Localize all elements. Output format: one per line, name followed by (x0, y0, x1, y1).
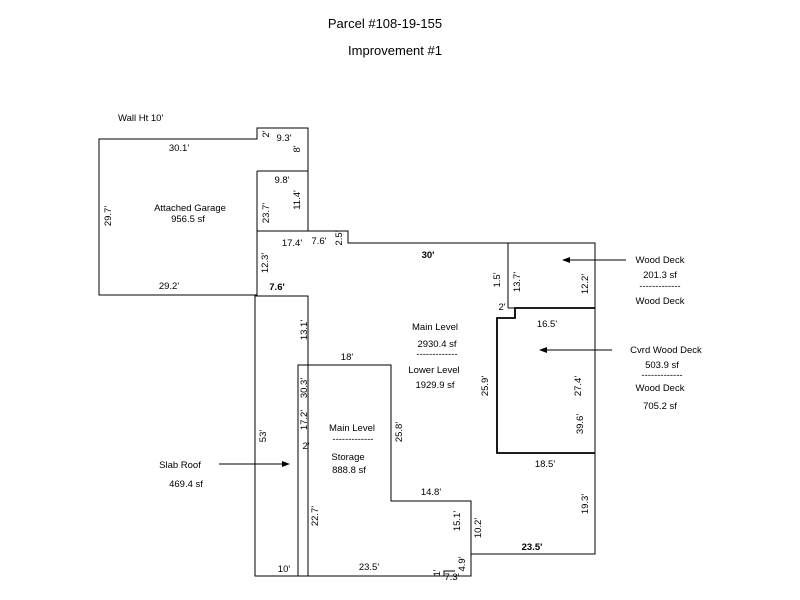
slab-roof-size-label: 469.4 sf (169, 479, 203, 490)
dimension-label: 23.5' (522, 542, 543, 553)
dimension-label: 2.5' (334, 230, 345, 245)
dimension-label: 18.5' (535, 459, 555, 470)
dimension-label: 10' (278, 564, 291, 575)
wood-deck-size-label: 201.3 sf (643, 270, 677, 281)
dimension-label: 2' (498, 302, 505, 313)
storage-size-label: 888.8 sf (332, 465, 366, 476)
parcel-title: Parcel #108-19-155 (328, 16, 442, 31)
main-level-name-label: Main Level (412, 322, 458, 333)
covered-deck-name-label-2: Wood Deck (636, 383, 685, 394)
dimension-label: 25.9' (480, 376, 491, 396)
wood-deck-rule: ------------- (639, 281, 680, 292)
covered-deck-size-label: 503.9 sf (645, 360, 679, 371)
main-level-size-label: 2930.4 sf (417, 339, 456, 350)
dimension-label: 15.1' (452, 511, 463, 531)
garage-name-label: Attached Garage (154, 203, 226, 214)
slab-roof-name-label: Slab Roof (159, 460, 201, 471)
dimension-label: 7.6' (269, 282, 284, 293)
dimension-label: 14.8' (421, 487, 441, 498)
dimension-label: 17.4' (282, 238, 302, 249)
dimension-label: 23.5' (359, 562, 379, 573)
dimension-label: 9.8' (274, 175, 289, 186)
covered-deck-name-label: Cvrd Wood Deck (630, 345, 702, 356)
dimension-label: 39.6' (575, 414, 586, 434)
dimension-label: 2' (302, 441, 309, 452)
wood-deck-name-label: Wood Deck (636, 255, 685, 266)
storage-level-name-label: Main Level (329, 423, 375, 434)
dimension-label: 25.8' (394, 422, 405, 442)
dimension-label: 22.7' (310, 506, 321, 526)
dimension-label: 53' (258, 430, 269, 443)
dimension-label: 30' (422, 250, 435, 261)
dimension-label: 29.7' (103, 206, 114, 226)
dimension-label: 10.2' (473, 518, 484, 538)
dimension-label: 2' (261, 130, 272, 137)
dimension-label: 30.1' (169, 143, 189, 154)
wood-deck-name-label-2: Wood Deck (636, 296, 685, 307)
main-level-rule: ------------- (416, 349, 457, 360)
dimension-label: 1' (432, 569, 443, 576)
dimension-label: 7.3' (444, 572, 459, 583)
covered-deck-rule: ------------- (641, 370, 682, 381)
slab-roof-outline (254, 295, 472, 577)
dimension-label: 1.5' (492, 272, 503, 287)
lower-level-name-label: Lower Level (408, 365, 459, 376)
wood-deck-outline (297, 243, 595, 576)
covered-deck-outline (496, 307, 595, 454)
covered-deck-size-label-2: 705.2 sf (643, 401, 677, 412)
improvement-title: Improvement #1 (348, 43, 442, 58)
storage-name-label: Storage (331, 452, 364, 463)
dimension-label: 13.1' (299, 320, 310, 340)
dimension-label: 9.3' (276, 133, 291, 144)
dimension-label: 12.2' (580, 274, 591, 294)
dimension-labels: 30.1' 2' 9.3' 8' 9.8' 11.4' 29.7' 23.7' … (103, 130, 591, 583)
dimension-label: 13.7' (512, 272, 523, 292)
dimension-label: 12.3' (260, 253, 271, 273)
dimension-label: 27.4' (573, 376, 584, 396)
dimension-label: 18' (341, 352, 354, 363)
slab-roof-arrow (219, 461, 290, 467)
dimension-label: 4.9' (457, 556, 468, 571)
dimension-label: 16.5' (537, 319, 557, 330)
dimension-label: 8' (292, 145, 303, 152)
dimension-label: 29.2' (159, 281, 179, 292)
dimension-label: 11.4' (292, 190, 303, 210)
covered-deck-arrow (539, 347, 612, 353)
lower-level-size-label: 1929.9 sf (415, 380, 454, 391)
wood-deck-arrow (562, 257, 626, 263)
garage-outline (98, 127, 309, 296)
dimension-label: 17.2' (299, 410, 310, 430)
dimension-label: 30.3' (299, 378, 310, 398)
dimension-label: 23.7' (261, 203, 272, 223)
garage-size-label: 956.5 sf (171, 214, 205, 225)
wall-height-note: Wall Ht 10' (118, 113, 163, 124)
dimension-label: 19.3' (580, 494, 591, 514)
dimension-label: 7.6' (311, 236, 326, 247)
storage-rule: ------------- (332, 434, 373, 445)
